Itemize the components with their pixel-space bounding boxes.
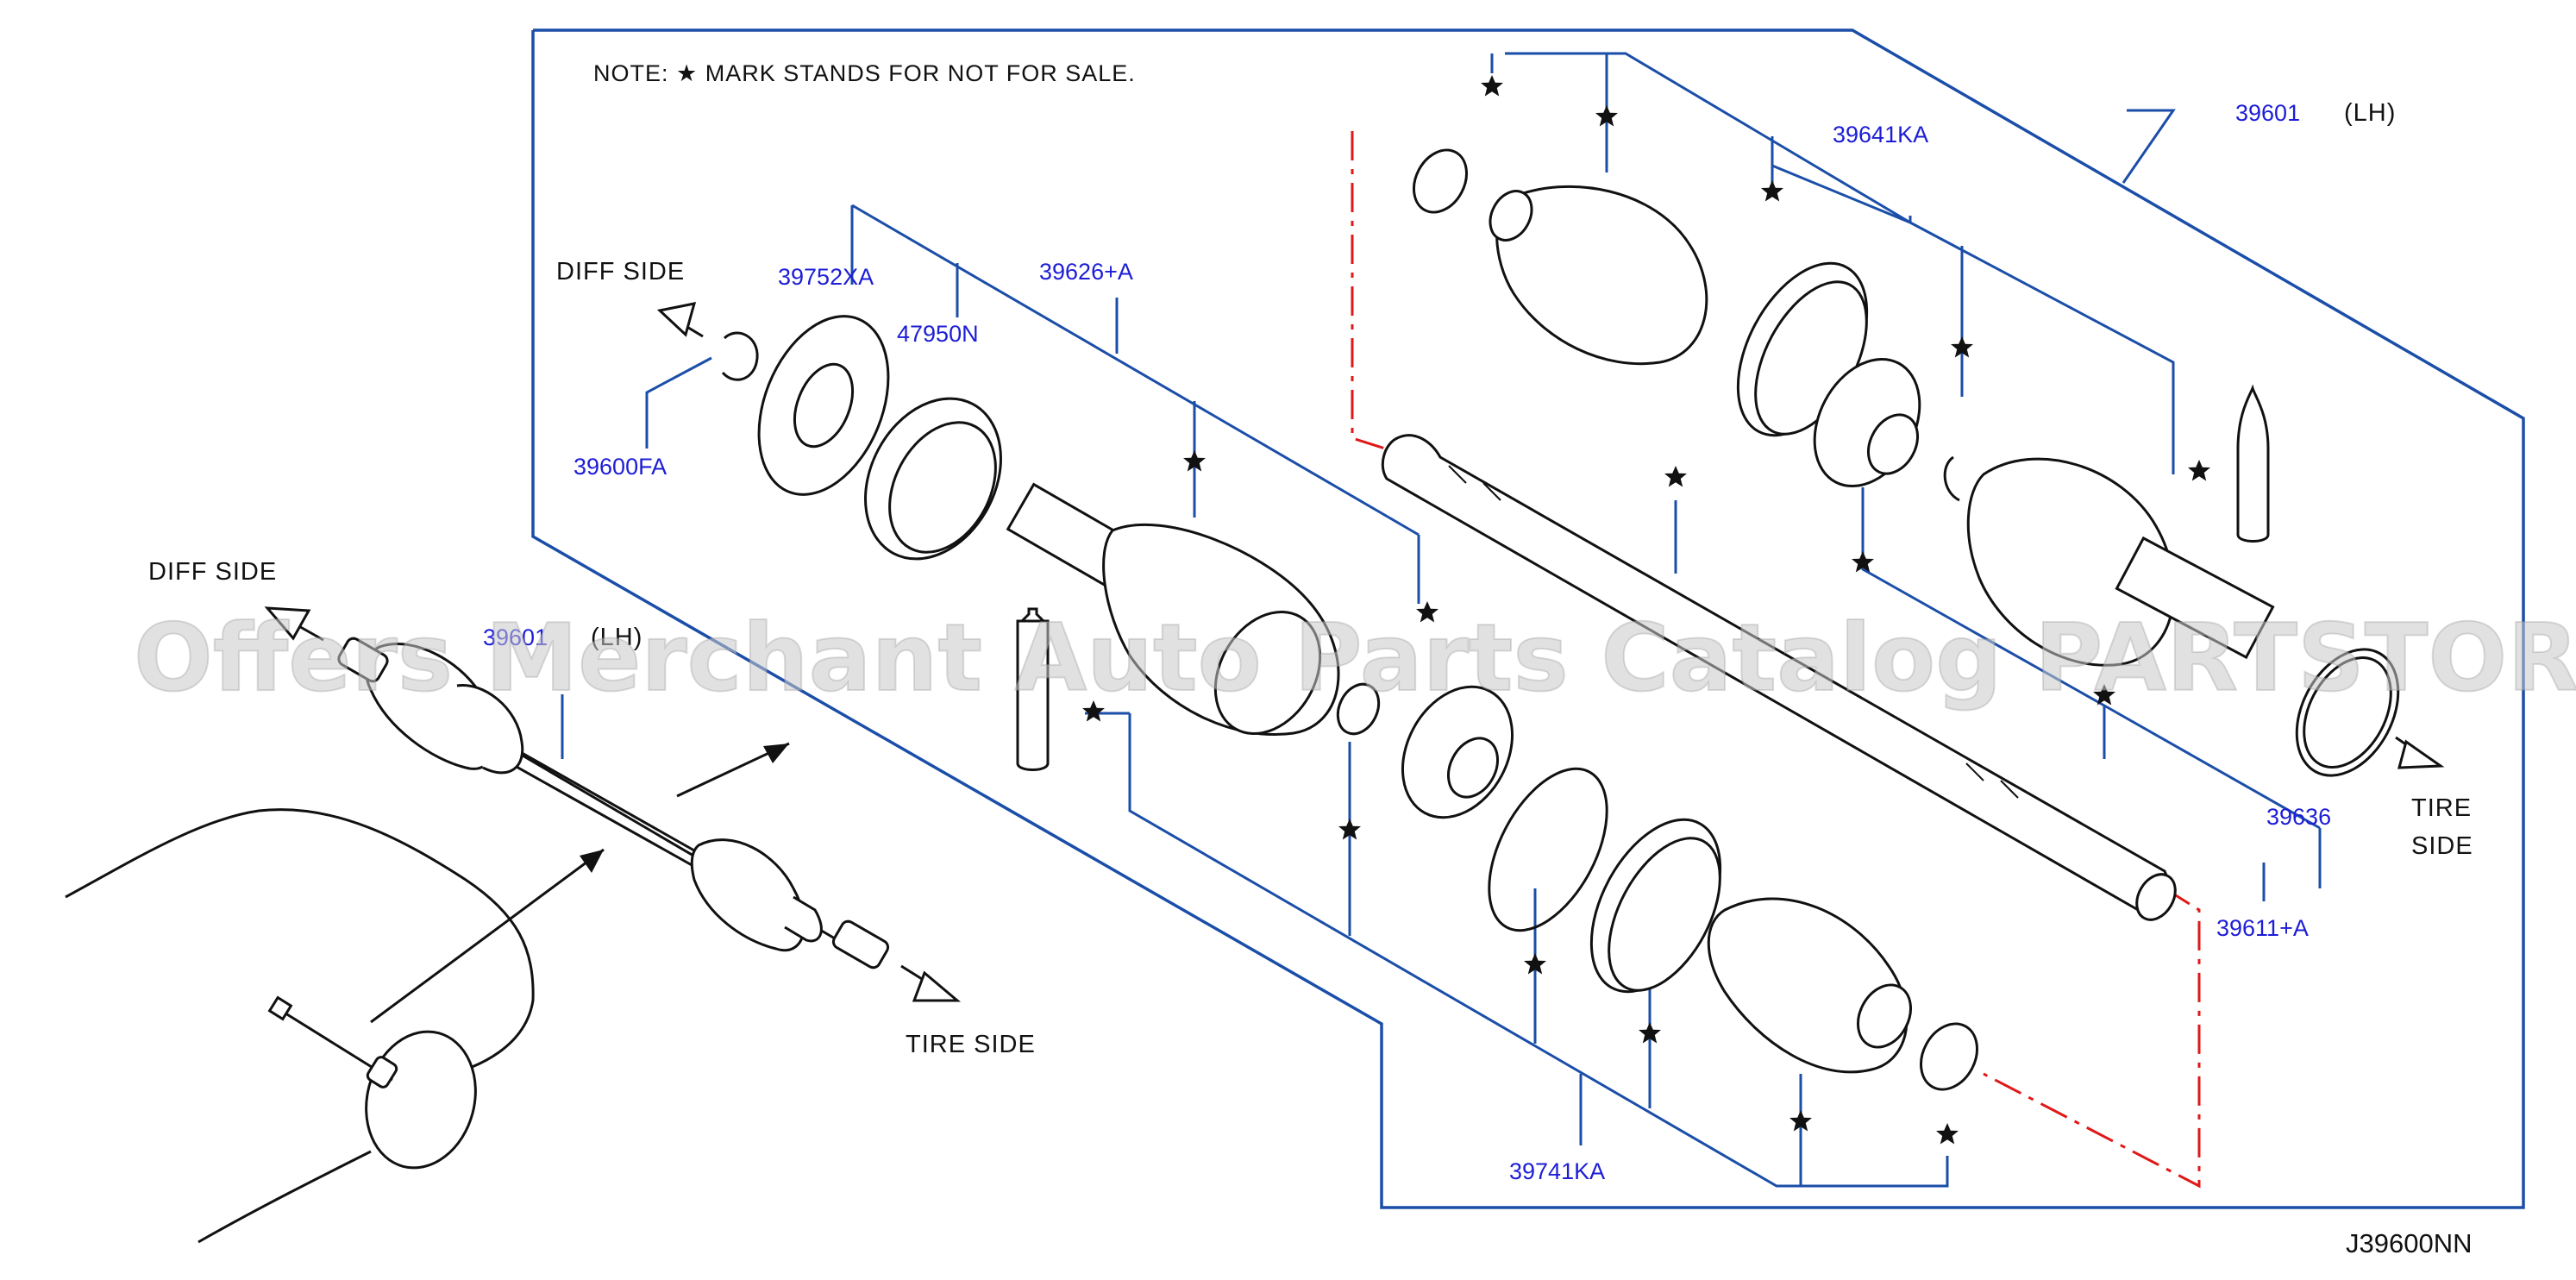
part-number-39600FA[interactable]: 39600FA <box>573 454 667 480</box>
tire-side-label-right-2: SIDE <box>2411 832 2473 860</box>
part-number-39601-lh[interactable]: 39601 <box>2235 100 2300 126</box>
group-frame <box>531 28 2525 1209</box>
diff-side-label-top: DIFF SIDE <box>556 258 685 285</box>
part-number-39611A[interactable]: 39611+A <box>2216 915 2309 941</box>
watermark-text: Offers Merchant Auto Parts Catalog PARTS… <box>134 605 2576 712</box>
overview-drawing <box>65 606 962 1244</box>
part-number-39641KA[interactable]: 39641KA <box>1833 122 1928 147</box>
part-39601-small-side: (LH) <box>591 624 642 651</box>
part-number-39626A[interactable]: 39626+A <box>1039 259 1133 285</box>
note-text: NOTE: ★ MARK STANDS FOR NOT FOR SALE. <box>593 60 1136 86</box>
diff-side-label-left: DIFF SIDE <box>148 558 277 586</box>
part-number-47950N[interactable]: 47950N <box>897 321 979 347</box>
part-number-39636[interactable]: 39636 <box>2266 804 2331 830</box>
tire-side-label-bottom: TIRE SIDE <box>906 1031 1036 1058</box>
exploded-parts <box>656 148 2445 1091</box>
part-number-39601-small[interactable]: 39601 <box>483 624 548 650</box>
tire-side-label-right-1: TIRE <box>2411 794 2472 822</box>
diagram-code: J39600NN <box>2346 1228 2472 1258</box>
part-number-39741KA[interactable]: 39741KA <box>1509 1158 1605 1184</box>
part-number-39752XA[interactable]: 39752XA <box>778 264 874 290</box>
part-39601-side: (LH) <box>2344 99 2396 127</box>
